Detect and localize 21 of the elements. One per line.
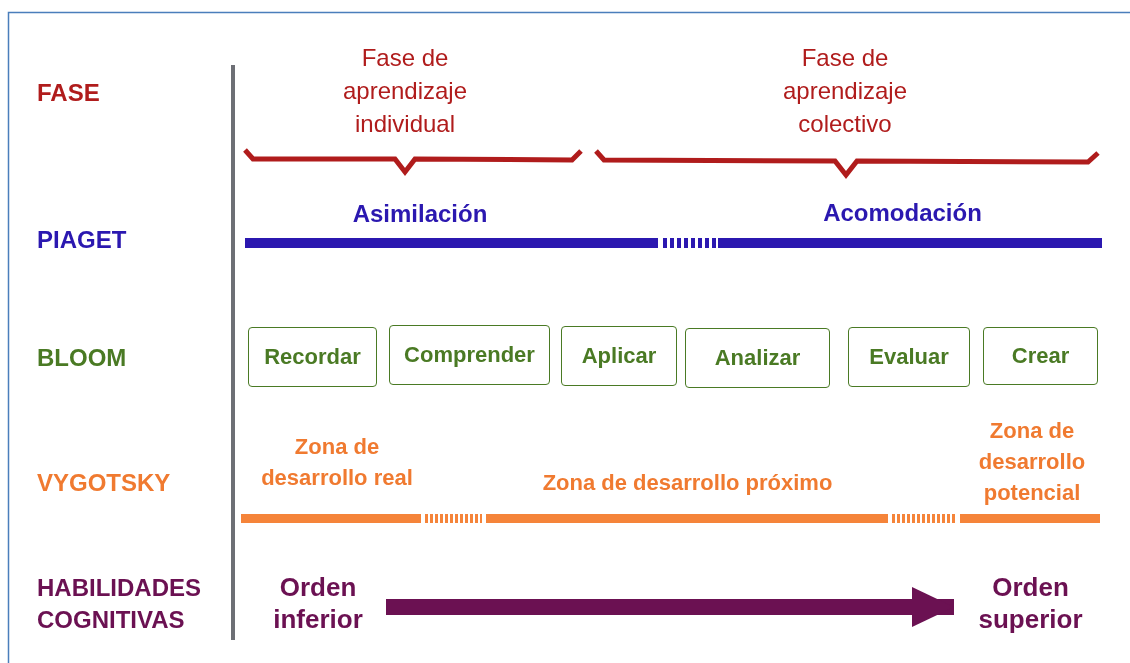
row-label: FASE: [37, 78, 101, 108]
stage-label: Asimilación: [351, 199, 489, 229]
bloom-level-box: Analizar: [685, 328, 830, 388]
zone-label: Zona de desarrollo potencial: [977, 417, 1087, 507]
row-label: VYGOTSKY: [37, 468, 172, 498]
order-label: Orden inferior: [258, 568, 378, 638]
bloom-level-box: Crear: [983, 327, 1098, 385]
bloom-level-box: Aplicar: [561, 326, 677, 386]
bloom-level-box: Comprender: [389, 325, 550, 385]
row-label: PIAGET: [37, 225, 128, 255]
order-label: Orden superior: [968, 568, 1093, 638]
zone-label: Zona de desarrollo real: [260, 433, 414, 492]
phase-heading: Fase de aprendizaje individual: [341, 43, 469, 139]
stage-label: Acomodación: [822, 198, 983, 228]
arrow: [386, 587, 954, 627]
bloom-level-box: Evaluar: [848, 327, 970, 387]
zone-label: Zona de desarrollo próximo: [541, 469, 834, 497]
phase-heading: Fase de aprendizaje colectivo: [781, 43, 909, 139]
row-label: HABILIDADES COGNITIVAS: [37, 573, 202, 635]
bloom-level-box: Recordar: [248, 327, 377, 387]
row-label: BLOOM: [37, 343, 128, 373]
